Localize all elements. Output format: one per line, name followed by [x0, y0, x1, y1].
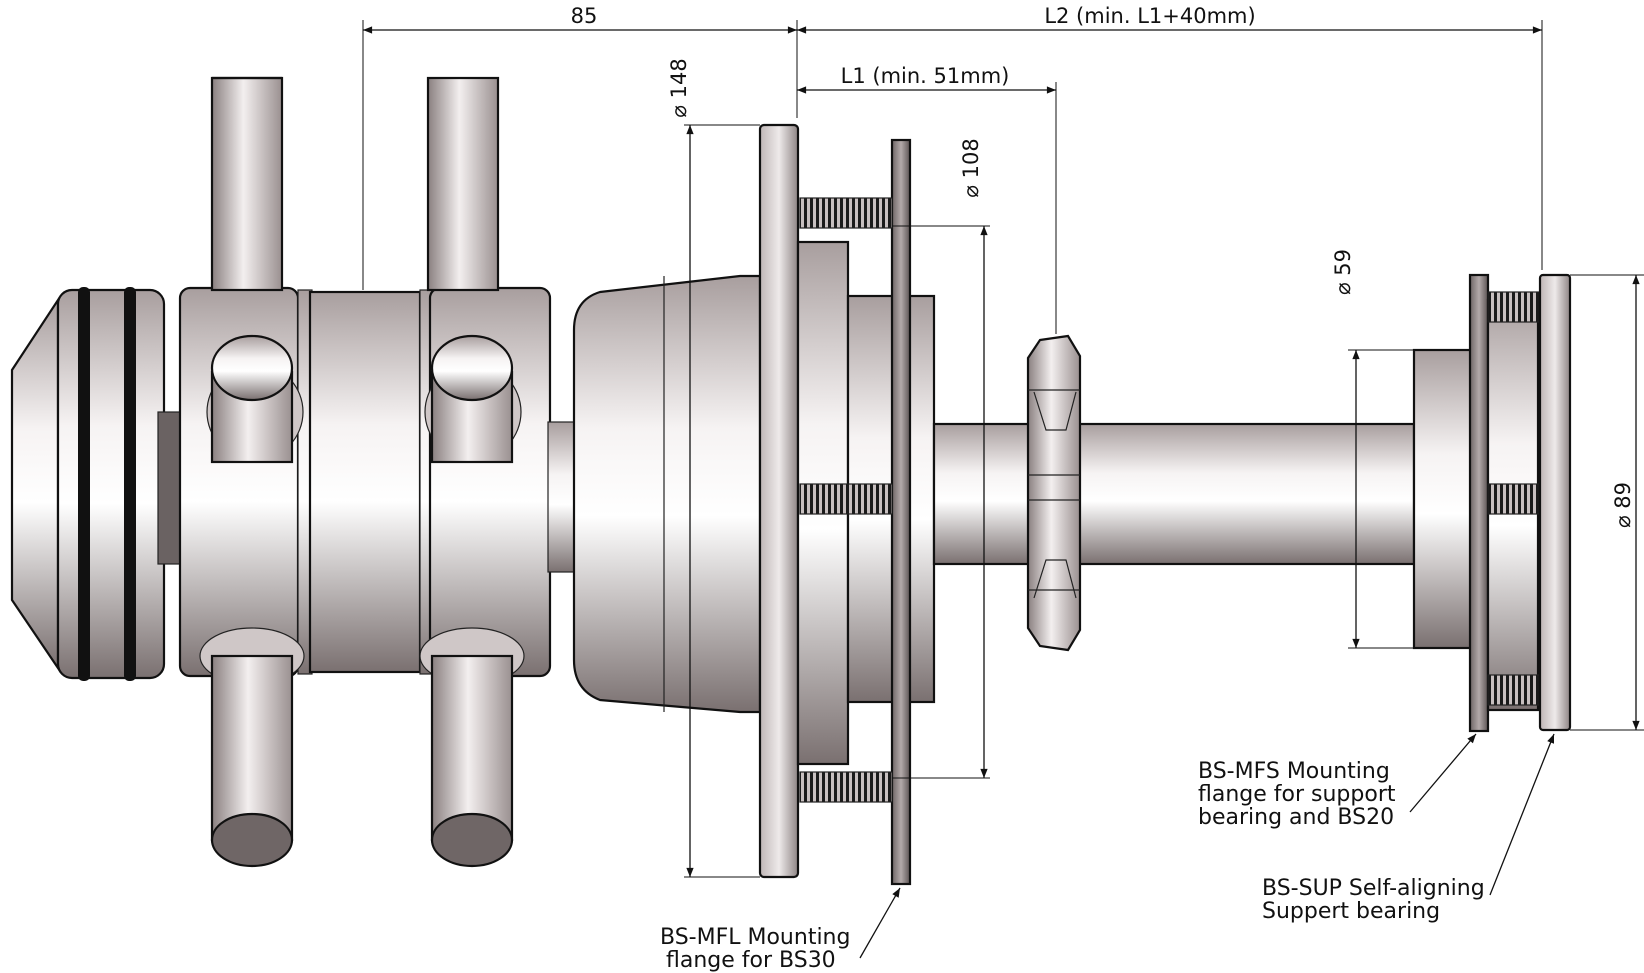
side-port-right — [424, 334, 522, 464]
bottom-pipe-left — [199, 627, 305, 868]
support-bearing-sup — [1538, 273, 1572, 732]
dimension-L1-label: L1 (min. 51mm) — [841, 64, 1010, 88]
dimension-L1: L1 (min. 51mm) — [796, 64, 1057, 334]
callout-mfs: BS-MFS Mounting flange for support beari… — [1198, 733, 1477, 830]
dimension-L2: L2 (min. L1+40mm) — [796, 4, 1543, 270]
drive-shaft — [932, 422, 1416, 566]
dimension-dia-59-label: ⌀ 59 — [1331, 249, 1355, 295]
callout-mfs-line2: flange for support — [1198, 782, 1396, 807]
dimension-dia-108-label: ⌀ 108 — [959, 138, 983, 197]
callout-mfl-line1: BS-MFL Mounting — [660, 925, 850, 950]
bottom-pipe-right — [419, 627, 525, 868]
dimension-dia-148: ⌀ 148 — [667, 58, 760, 878]
dimension-dia-89-label: ⌀ 89 — [1611, 482, 1635, 528]
callout-sup: BS-SUP Self-aligning Suppert bearing — [1262, 733, 1555, 924]
bearing-housing — [572, 274, 762, 714]
side-port-left — [206, 334, 304, 464]
callout-sup-line2: Suppert bearing — [1262, 899, 1440, 924]
dimension-dia-59: ⌀ 59 — [1331, 249, 1414, 649]
dimension-dia-148-label: ⌀ 148 — [667, 58, 691, 117]
top-pipe-left — [210, 76, 284, 292]
dimension-dia-89: ⌀ 89 — [1570, 274, 1644, 731]
callout-mfs-line3: bearing and BS20 — [1198, 805, 1394, 830]
dimension-85-label: 85 — [571, 4, 598, 28]
sprocket — [1026, 334, 1082, 652]
flange-bolts-mfl — [799, 197, 893, 803]
callout-mfl: BS-MFL Mounting flange for BS30 — [660, 887, 901, 973]
support-bearing-hub — [1412, 348, 1476, 650]
callout-mfl-line2: flange for BS30 — [666, 948, 836, 973]
callout-mfs-line1: BS-MFS Mounting — [1198, 759, 1390, 784]
dimension-L2-label: L2 (min. L1+40mm) — [1044, 4, 1255, 28]
dimension-dia-108: ⌀ 108 — [892, 138, 990, 779]
callout-sup-line1: BS-SUP Self-aligning — [1262, 876, 1485, 901]
top-pipe-right — [426, 76, 500, 292]
left-end-cap — [10, 287, 185, 681]
flange-bolts-mfs — [1487, 291, 1541, 706]
dimension-85: 85 — [362, 4, 798, 290]
